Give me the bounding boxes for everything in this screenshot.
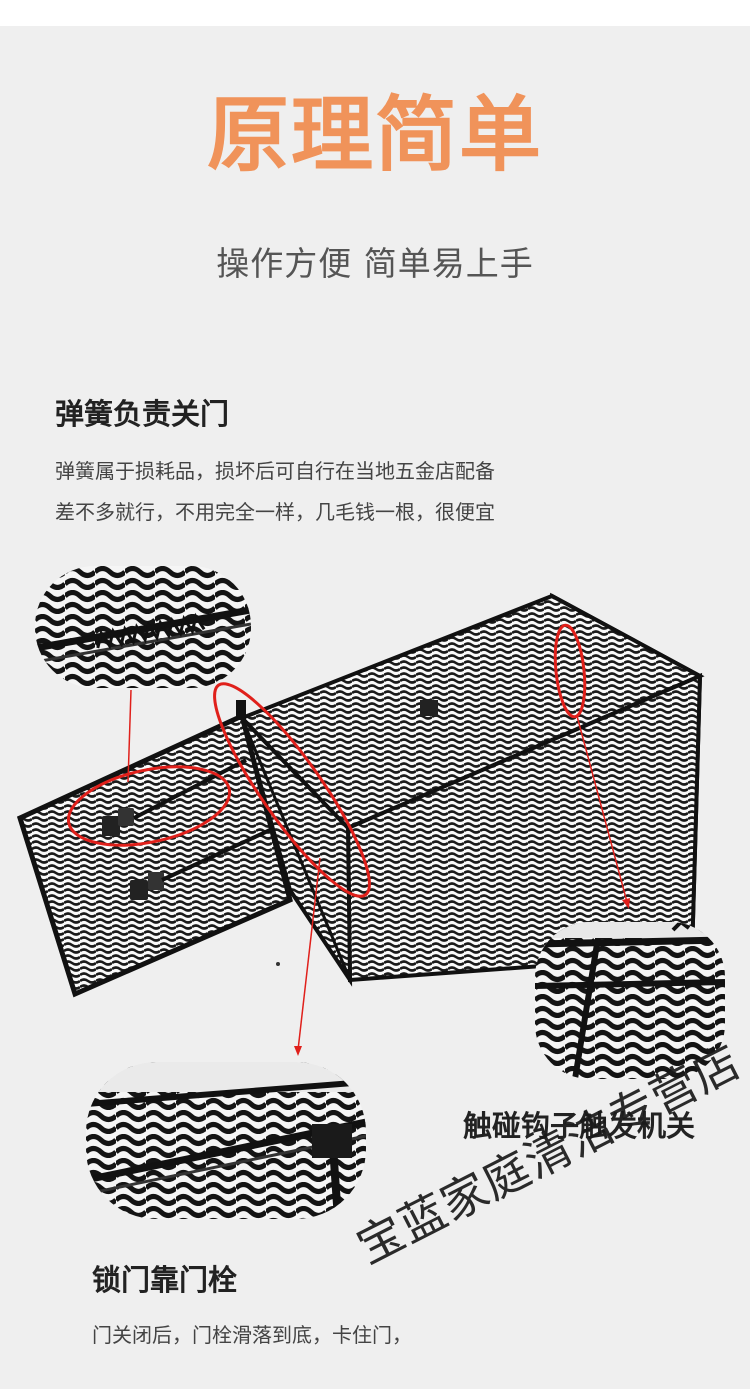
latch-desc-line: 门关闭后，门栓滑落到底，卡住门，	[92, 1323, 412, 1347]
spring-desc-line-2: 差不多就行，不用完全一样，几毛钱一根，很便宜	[55, 500, 495, 524]
spring-heading: 弹簧负责关门	[55, 397, 230, 431]
page-subtitle: 操作方便 简单易上手	[216, 244, 534, 283]
latch-closeup-photo	[86, 1062, 366, 1219]
hook-heading: 触碰钩子触发机关	[463, 1109, 696, 1143]
top-band	[0, 0, 750, 26]
page-title: 原理简单	[206, 88, 543, 183]
hook-closeup-photo	[535, 922, 725, 1079]
latch-heading: 锁门靠门栓	[92, 1263, 238, 1297]
spring-closeup-photo	[35, 566, 251, 688]
spring-desc-line-1: 弹簧属于损耗品，损坏后可自行在当地五金店配备	[55, 459, 495, 483]
